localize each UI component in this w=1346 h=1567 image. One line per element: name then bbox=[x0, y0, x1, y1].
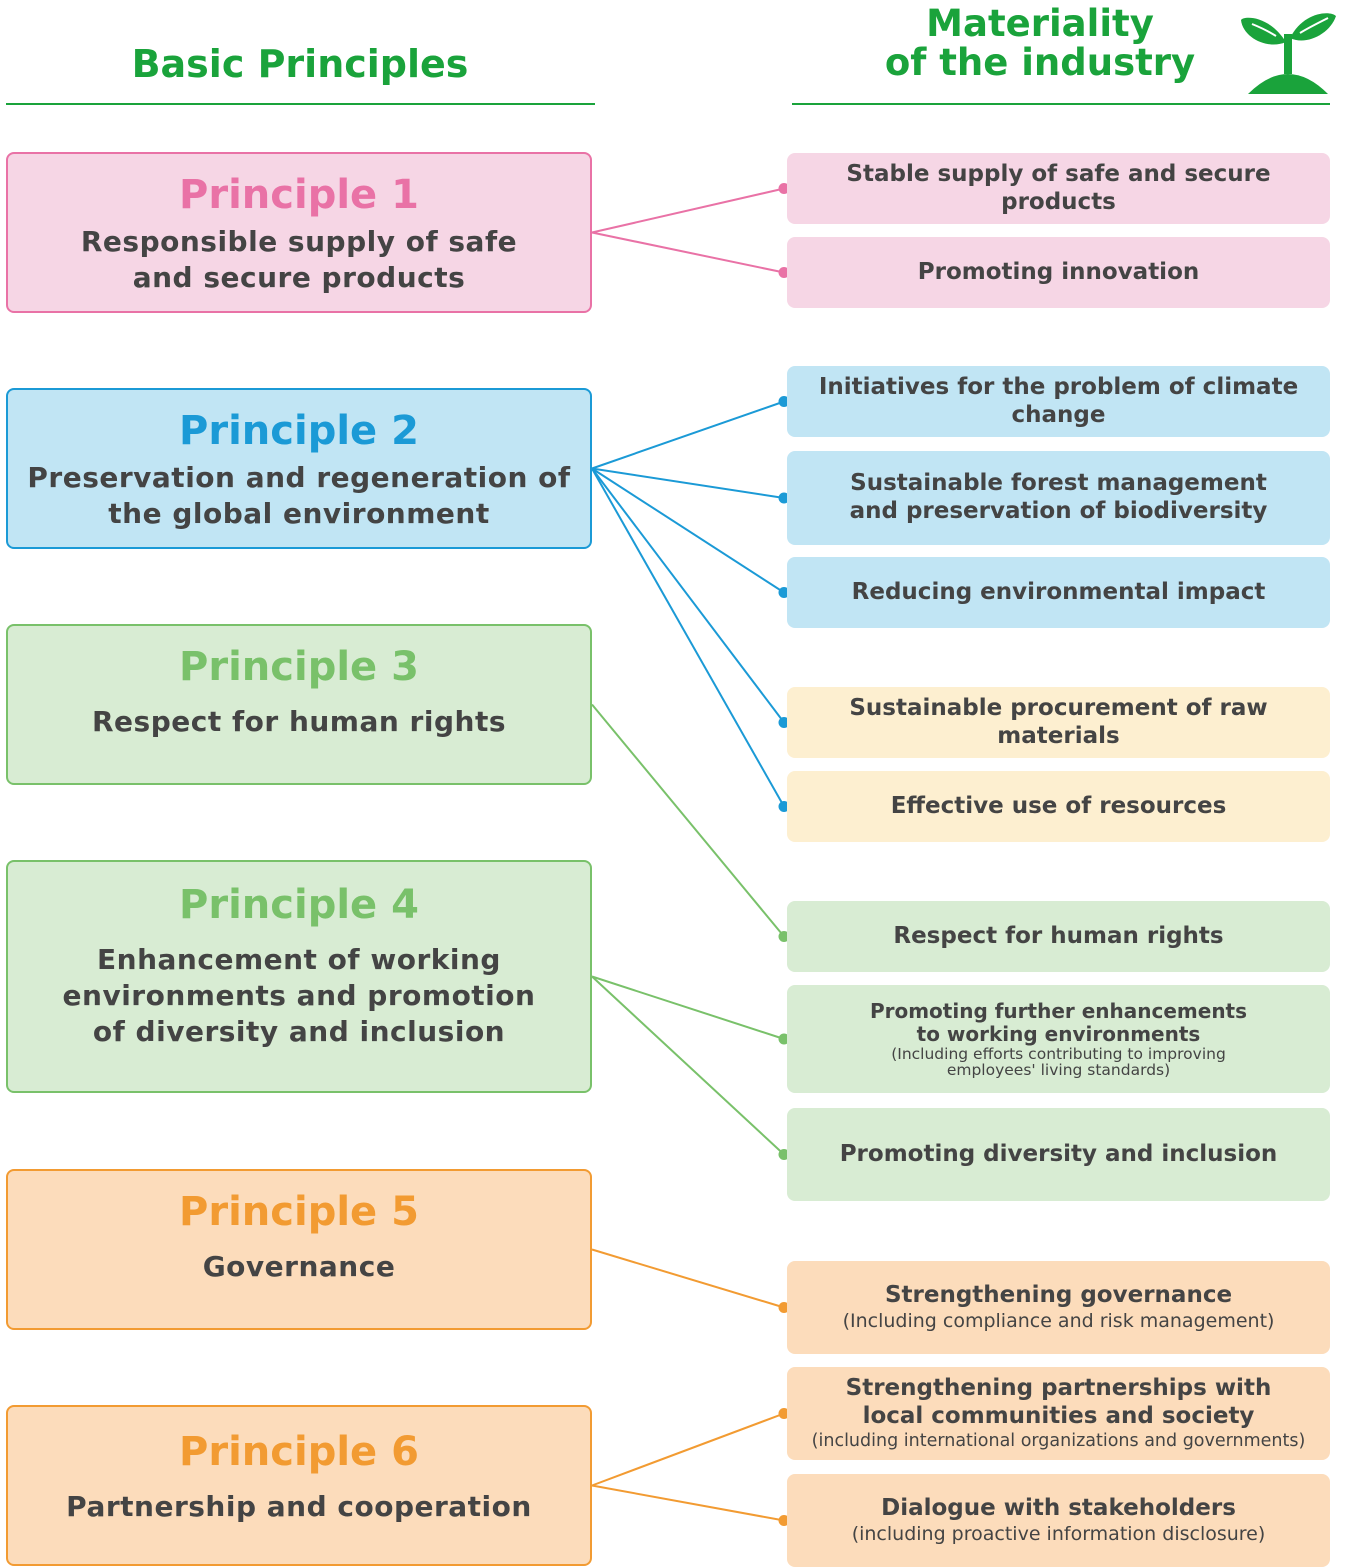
connector-p6-m13 bbox=[591, 1484, 785, 1522]
right-heading-rule bbox=[792, 103, 1330, 105]
materiality-4-title-line1: Sustainable forest management bbox=[850, 470, 1267, 497]
connector-dot-m3 bbox=[778, 396, 790, 407]
materiality-10-title: Promoting diversity and inclusion bbox=[839, 1140, 1278, 1167]
connector-dot-m9 bbox=[778, 1033, 790, 1045]
connector-dot-m7 bbox=[778, 801, 790, 812]
principle-2-box: Principle 2 Preservation and regeneratio… bbox=[6, 388, 592, 549]
materiality-11-title: Strengthening governance bbox=[884, 1282, 1233, 1309]
principle-4-line2: environments and promotion bbox=[62, 978, 536, 1012]
connector-p2-m5 bbox=[591, 467, 785, 594]
connector-dot-m10 bbox=[778, 1149, 790, 1160]
materiality-9-sub-line1: (Including efforts contributing to impro… bbox=[891, 1044, 1226, 1063]
principle-5-number: Principle 5 bbox=[179, 1189, 419, 1235]
materiality-13-title: Dialogue with stakeholders bbox=[881, 1495, 1236, 1522]
connector-dot-m6 bbox=[778, 717, 790, 728]
materiality-4-box: Sustainable forest management and preser… bbox=[787, 451, 1330, 545]
principle-6-number: Principle 6 bbox=[179, 1429, 419, 1475]
materiality-5-box: Reducing environmental impact bbox=[787, 557, 1330, 628]
materiality-3-box: Initiatives for the problem of climate c… bbox=[787, 366, 1330, 437]
materiality-6-box: Sustainable procurement of raw materials bbox=[787, 687, 1330, 758]
principle-1-line1: Responsible supply of safe bbox=[80, 225, 518, 258]
principle-5-box: Principle 5 Governance bbox=[6, 1169, 592, 1330]
principle-2-line2: the global environment bbox=[108, 496, 490, 530]
principle-6-line1: Partnership and cooperation bbox=[66, 1490, 532, 1523]
connector-dot-m1 bbox=[778, 183, 790, 194]
left-heading-rule bbox=[6, 103, 595, 105]
materiality-7-title: Effective use of resources bbox=[890, 792, 1227, 819]
materiality-1-box: Stable supply of safe and secure product… bbox=[787, 153, 1330, 224]
principle-1-box: Principle 1 Responsible supply of safe a… bbox=[6, 152, 592, 313]
materiality-13-sub: (including proactive information disclos… bbox=[851, 1522, 1266, 1545]
principle-2-number: Principle 2 bbox=[179, 408, 419, 454]
connector-dot-m5 bbox=[778, 587, 790, 598]
connector-p4-m10 bbox=[591, 975, 785, 1156]
principle-4-line3: of diversity and inclusion bbox=[92, 1014, 506, 1048]
materiality-6-title: Sustainable procurement of raw materials bbox=[849, 694, 1268, 749]
principle-1-number: Principle 1 bbox=[179, 172, 419, 218]
connector-p5-m11 bbox=[591, 1248, 785, 1309]
materiality-9-title-line2: to working environments bbox=[916, 1021, 1201, 1046]
principle-6-box: Principle 6 Partnership and cooperation bbox=[6, 1405, 592, 1566]
principle-2-line1: Preservation and regeneration of bbox=[27, 461, 571, 494]
materiality-12-title-line1: Strengthening partnerships with bbox=[845, 1375, 1272, 1402]
materiality-8-box: Respect for human rights bbox=[787, 901, 1330, 972]
connector-p2-m4 bbox=[591, 467, 785, 499]
materiality-8-title: Respect for human rights bbox=[893, 922, 1224, 949]
principle-4-box: Principle 4 Enhancement of working envir… bbox=[6, 860, 592, 1093]
basic-principles-heading: Basic Principles bbox=[5, 42, 595, 86]
principle-4-line1: Enhancement of working bbox=[97, 943, 501, 976]
sprout-icon bbox=[1241, 13, 1336, 94]
basic-principles-title: Basic Principles bbox=[131, 42, 469, 86]
materiality-2-box: Promoting innovation bbox=[787, 237, 1330, 308]
connector-dot-m8 bbox=[778, 931, 790, 942]
connector-p1-m1 bbox=[591, 187, 785, 234]
materiality-9-title-line1: Promoting further enhancements bbox=[869, 998, 1248, 1023]
materiality-4-title-line2: and preservation of biodiversity bbox=[849, 498, 1268, 524]
materiality-11-sub: (Including compliance and risk managemen… bbox=[842, 1309, 1275, 1332]
materiality-9-box: Promoting further enhancements to workin… bbox=[787, 985, 1330, 1093]
principle-5-line1: Governance bbox=[202, 1250, 396, 1283]
principle-3-line1: Respect for human rights bbox=[91, 705, 506, 738]
materiality-12-title-line2: local communities and society bbox=[862, 1403, 1255, 1429]
connector-dot-m4 bbox=[778, 492, 790, 504]
materiality-heading: Materiality of the industry bbox=[850, 2, 1230, 84]
connector-p2-m6 bbox=[591, 467, 785, 724]
materiality-9-sub-line2: employees' living standards) bbox=[946, 1061, 1171, 1079]
principle-3-number: Principle 3 bbox=[179, 644, 419, 690]
materiality-12-sub: (including international organizations a… bbox=[811, 1430, 1306, 1451]
materiality-7-box: Effective use of resources bbox=[787, 771, 1330, 842]
connector-p6-m12 bbox=[591, 1412, 785, 1487]
materiality-11-box: Strengthening governance (Including comp… bbox=[787, 1261, 1330, 1354]
connector-p1-m2 bbox=[591, 231, 785, 274]
materiality-title-line1: Materiality bbox=[926, 2, 1154, 45]
materiality-12-box: Strengthening partnerships with local co… bbox=[787, 1367, 1330, 1460]
connector-dot-m11 bbox=[778, 1302, 790, 1313]
connector-p4-m9 bbox=[591, 975, 785, 1040]
principle-3-box: Principle 3 Respect for human rights bbox=[6, 624, 592, 785]
materiality-3-title: Initiatives for the problem of climate c… bbox=[818, 373, 1299, 428]
materiality-1-title: Stable supply of safe and secure product… bbox=[846, 160, 1271, 215]
connector-p2-m3 bbox=[591, 400, 785, 470]
principle-4-number: Principle 4 bbox=[179, 882, 419, 928]
connector-p2-m7 bbox=[591, 468, 785, 807]
materiality-title-line2: of the industry bbox=[884, 40, 1196, 84]
principle-1-line2: and secure products bbox=[132, 260, 466, 294]
connector-dot-m12 bbox=[778, 1408, 790, 1419]
connector-dot-m13 bbox=[778, 1515, 790, 1526]
materiality-2-title: Promoting innovation bbox=[917, 258, 1200, 285]
materiality-13-box: Dialogue with stakeholders (including pr… bbox=[787, 1474, 1330, 1567]
materiality-10-box: Promoting diversity and inclusion bbox=[787, 1108, 1330, 1201]
connector-dot-m2 bbox=[778, 267, 790, 278]
materiality-5-title: Reducing environmental impact bbox=[851, 578, 1266, 605]
connector-p3-m8 bbox=[591, 703, 785, 938]
